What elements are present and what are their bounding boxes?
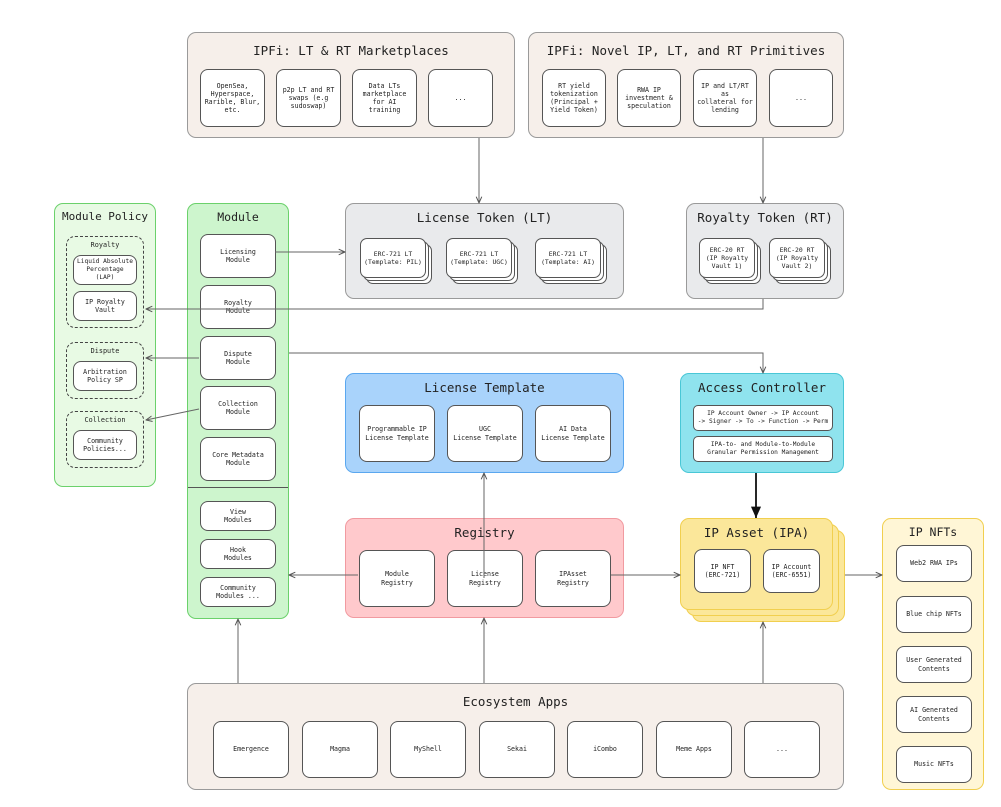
royalty-policy-group: Royalty Liquid Absolute Percentage (LAP)… (66, 236, 144, 328)
arrow-module-to-access-controller (289, 352, 763, 373)
access-controller-panel: Access Controller IP Account Owner -> IP… (680, 373, 844, 473)
registry-title: Registry (454, 525, 515, 540)
ipfi-primitives-title: IPFi: Novel IP, LT, and RT Primitives (546, 43, 826, 58)
access-controller-title: Access Controller (698, 380, 826, 395)
ipfi-primitives-panel: IPFi: Novel IP, LT, and RT Primitives RT… (528, 32, 844, 138)
license-template-item: UGC License Template (447, 405, 523, 462)
ecosystem-app: Meme Apps (656, 721, 732, 778)
primitive-item: ... (769, 69, 833, 127)
module-policy-title: Module Policy (61, 210, 149, 223)
license-template-title: License Template (424, 380, 545, 395)
access-controller-item: IPA-to- and Module-to-Module Granular Pe… (693, 436, 833, 462)
collection-policy-title: Collection (84, 416, 126, 424)
ipfi-marketplaces-title: IPFi: LT & RT Marketplaces (253, 43, 449, 58)
policy-item: Liquid Absolute Percentage (LAP) (73, 255, 137, 285)
license-token-item: ERC-721 LT (Template: AI) (535, 238, 601, 278)
primitive-item: RT yield tokenization (Principal + Yield… (542, 69, 606, 127)
policy-item: Community Policies... (73, 430, 137, 460)
collection-policy-group: Collection Community Policies... (66, 411, 144, 468)
license-token-title: License Token (LT) (416, 210, 553, 225)
ecosystem-app: ... (744, 721, 820, 778)
dispute-policy-title: Dispute (90, 347, 120, 355)
royalty-token-stack: ERC-20 RT (IP Royalty Vault 1) (699, 238, 761, 284)
royalty-token-title: Royalty Token (RT) (697, 210, 833, 225)
marketplace-item: ... (428, 69, 493, 127)
module-divider (188, 487, 288, 488)
license-token-stack: ERC-721 LT (Template: UGC) (446, 238, 518, 284)
ip-nft-item: User Generated Contents (896, 646, 972, 683)
ip-nfts-title: IP NFTs (908, 525, 958, 539)
primitive-item: IP and LT/RT as collateral for lending (693, 69, 757, 127)
royalty-policy-title: Royalty (90, 241, 120, 249)
royalty-module: Royalty Module (200, 285, 276, 329)
access-controller-item: IP Account Owner -> IP Account -> Signer… (693, 405, 833, 431)
ip-nft-item: Music NFTs (896, 746, 972, 783)
ecosystem-app: Magma (302, 721, 378, 778)
registry-item: Module Registry (359, 550, 435, 607)
ecosystem-app: Sekai (479, 721, 555, 778)
license-token-stack: ERC-721 LT (Template: AI) (535, 238, 607, 284)
registry-item: License Registry (447, 550, 523, 607)
ecosystem-app: Emergence (213, 721, 289, 778)
primitive-item: RWA IP investment & speculation (617, 69, 681, 127)
registry-panel: Registry Module Registry License Registr… (345, 518, 624, 618)
ip-asset-panel: IP Asset (IPA) IP NFT (ERC-721) IP Accou… (680, 518, 833, 610)
dispute-module: Dispute Module (200, 336, 276, 380)
royalty-token-panel: Royalty Token (RT) ERC-20 RT (IP Royalty… (686, 203, 844, 299)
license-template-item: Programmable IP License Template (359, 405, 435, 462)
marketplace-item: p2p LT and RT swaps (e.g sudoswap) (276, 69, 341, 127)
licensing-module: Licensing Module (200, 234, 276, 278)
license-template-panel: License Template Programmable IP License… (345, 373, 624, 473)
ip-nft-item: Web2 RWA IPs (896, 545, 972, 582)
license-token-item: ERC-721 LT (Template: UGC) (446, 238, 512, 278)
royalty-token-stack: ERC-20 RT (IP Royalty Vault 2) (769, 238, 831, 284)
ip-nft-item: Blue chip NFTs (896, 596, 972, 633)
policy-item: IP Royalty Vault (73, 291, 137, 321)
module-title: Module (217, 210, 259, 224)
royalty-token-item: ERC-20 RT (IP Royalty Vault 1) (699, 238, 755, 278)
ipfi-marketplaces-panel: IPFi: LT & RT Marketplaces OpenSea, Hype… (187, 32, 515, 138)
license-token-item: ERC-721 LT (Template: PIL) (360, 238, 426, 278)
marketplace-item: OpenSea, Hyperspace, Rarible, Blur, etc. (200, 69, 265, 127)
core-metadata-module: Core Metadata Module (200, 437, 276, 481)
dispute-policy-group: Dispute Arbitration Policy SP (66, 342, 144, 399)
ip-asset-item: IP Account (ERC-6551) (763, 549, 820, 593)
module-panel: Module Licensing Module Royalty Module D… (187, 203, 289, 619)
ecosystem-panel: Ecosystem Apps Emergence Magma MyShell S… (187, 683, 844, 790)
ip-nfts-panel: IP NFTs Web2 RWA IPs Blue chip NFTs User… (882, 518, 984, 790)
license-token-panel: License Token (LT) ERC-721 LT (Template:… (345, 203, 624, 299)
ecosystem-app: MyShell (390, 721, 466, 778)
ip-nft-item: AI Generated Contents (896, 696, 972, 733)
registry-item: IPAsset Registry (535, 550, 611, 607)
ecosystem-app: iCombo (567, 721, 643, 778)
module-policy-panel: Module Policy Royalty Liquid Absolute Pe… (54, 203, 156, 487)
view-modules: View Modules (200, 501, 276, 531)
ip-asset-item: IP NFT (ERC-721) (694, 549, 751, 593)
community-modules: Community Modules ... (200, 577, 276, 607)
policy-item: Arbitration Policy SP (73, 361, 137, 391)
royalty-token-item: ERC-20 RT (IP Royalty Vault 2) (769, 238, 825, 278)
license-template-item: AI Data License Template (535, 405, 611, 462)
license-token-stack: ERC-721 LT (Template: PIL) (360, 238, 432, 284)
marketplace-item: Data LTs marketplace for AI training (352, 69, 417, 127)
collection-module: Collection Module (200, 386, 276, 430)
ip-asset-title: IP Asset (IPA) (703, 525, 810, 540)
hook-modules: Hook Modules (200, 539, 276, 569)
ecosystem-title: Ecosystem Apps (462, 694, 569, 709)
